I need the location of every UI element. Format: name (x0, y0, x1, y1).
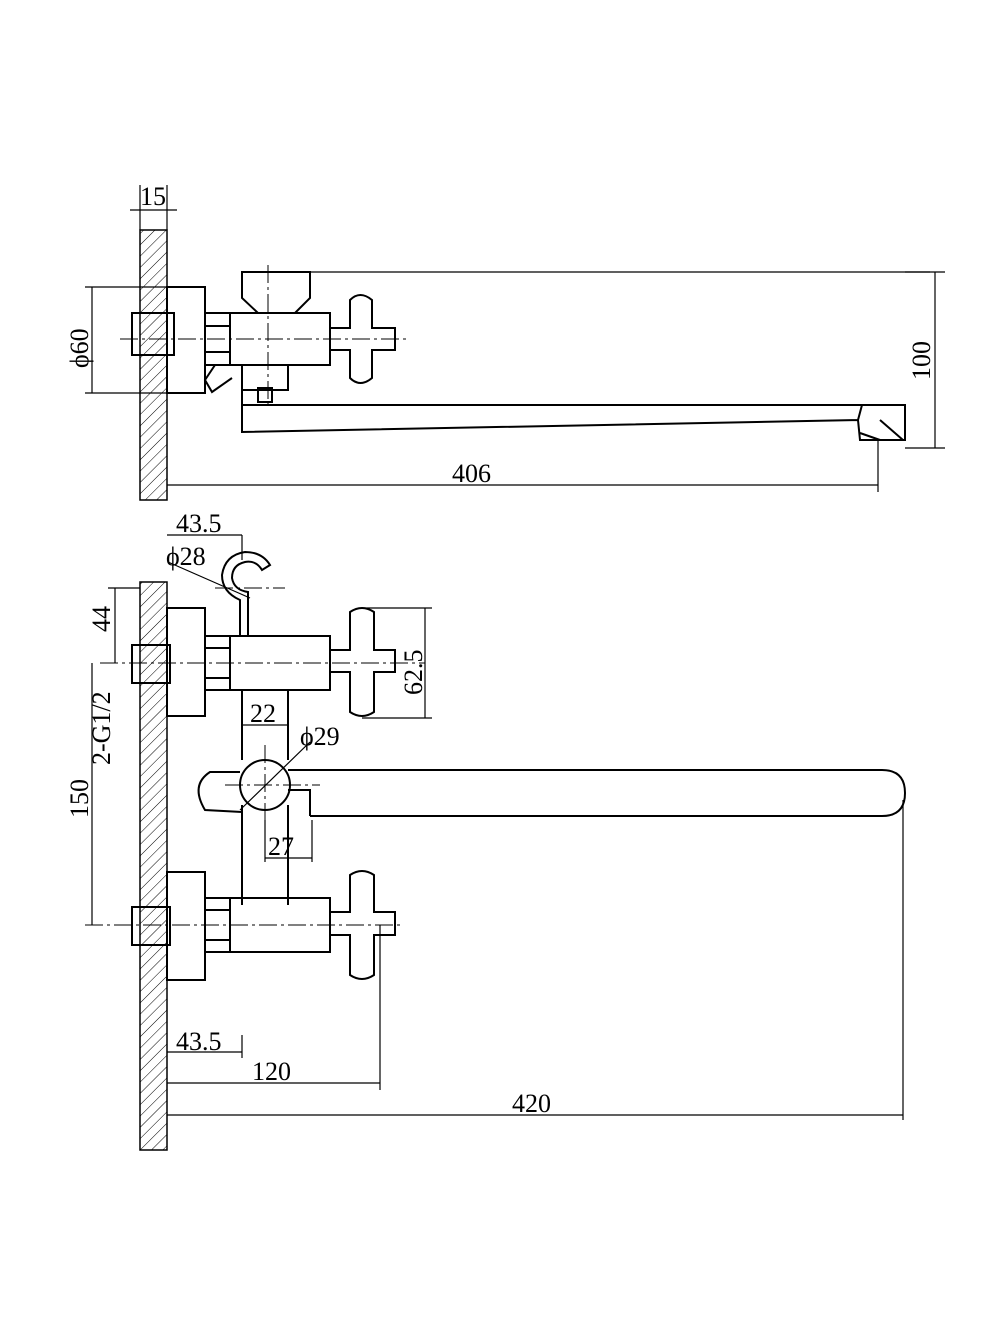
dim-clamp-offset: 43.5 (176, 509, 222, 538)
dim-body-width: 22 (250, 699, 276, 728)
upper-handle (329, 607, 396, 717)
upper-flange (166, 607, 206, 717)
top-handle (329, 294, 396, 384)
top-diverter (203, 364, 289, 394)
top-hook (241, 271, 311, 314)
dim-clamp-diameter: ϕ28 (166, 542, 206, 571)
lower-flange (166, 871, 206, 981)
dim-wall-thickness: 15 (140, 182, 166, 211)
top-wall (139, 229, 168, 501)
front-wall (139, 581, 168, 1151)
dim-spout-neck: 27 (268, 832, 294, 861)
top-flange (166, 286, 206, 394)
hose-clamp (220, 550, 272, 636)
upper-inlet (131, 644, 171, 684)
lower-inlet (131, 906, 171, 946)
dim-spout-reach: 406 (452, 459, 491, 488)
dim-diverter-diameter: ϕ29 (300, 722, 340, 751)
dim-lower-offset: 43.5 (176, 1027, 222, 1056)
front-view: 43.5 ϕ28 44 2-G1/2 150 62.5 22 ϕ29 27 43… (65, 509, 907, 1151)
dim-inlet-spacing: 150 (65, 779, 94, 818)
top-spout (241, 390, 906, 441)
thread-label: 2-G1/2 (87, 691, 116, 765)
diverter-lever (197, 771, 243, 813)
dim-flange-diameter: ϕ60 (65, 328, 94, 368)
dim-upper-inlet-offset: 44 (87, 606, 116, 632)
top-inlet-connector (131, 312, 175, 356)
dim-spout-length: 420 (512, 1089, 551, 1118)
dim-spout-height: 100 (907, 341, 936, 380)
lower-handle (329, 870, 396, 980)
front-spout (288, 769, 907, 817)
top-view: 15 ϕ60 100 406 (65, 182, 945, 501)
dim-handle-height: 62.5 (399, 650, 428, 696)
dim-handle-reach: 120 (252, 1057, 291, 1086)
